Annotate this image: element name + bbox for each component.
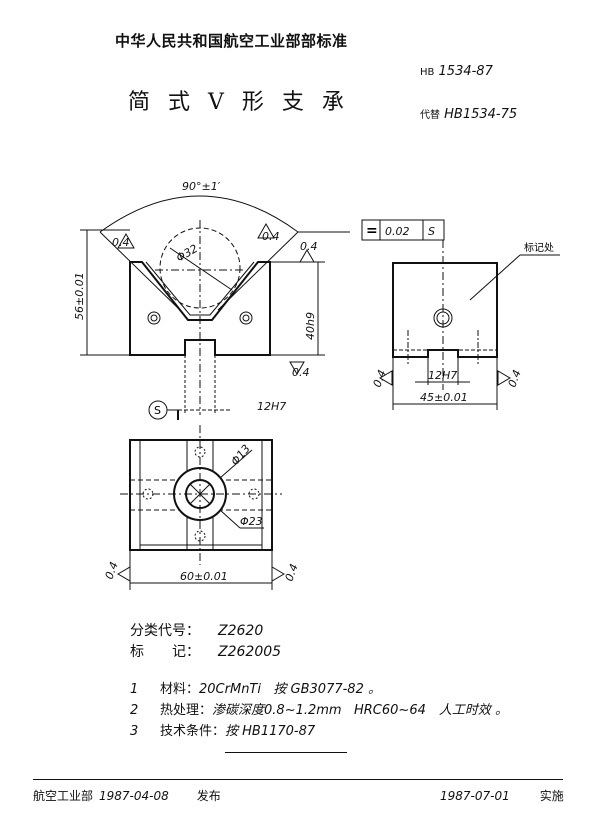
top-view [117,425,285,590]
standard-code: 1534-87 [438,64,493,79]
mark: 标 记： Z262005 [130,641,281,661]
datum-s: S [154,404,161,417]
rough-4: 0.4 [292,366,310,379]
dim-inner: Φ13 [228,442,253,468]
footer-implement: 1987-07-01 实施 [440,787,564,804]
mark-location: 标记处 [524,242,554,254]
standard-prefix: HB [420,67,435,78]
footer-issue: 航空工业部 1987-04-08 发布 [33,787,221,804]
document-title: 简式V形支承 [128,90,362,115]
mark-label: 标 记： [130,644,200,660]
rough-6: 0.4 [506,368,524,389]
mark-value: Z262005 [218,644,282,660]
rough-3: 0.4 [300,240,318,253]
dim-height: 56±0.01 [73,272,86,320]
tol-symbol: = [366,223,378,239]
side-view [379,240,560,410]
impl-label: 实施 [539,789,564,803]
dim-slot-side: 12H7 [428,369,457,382]
rough-5: 0.4 [371,368,389,389]
dim-circle: Φ32 [174,242,200,265]
replaces-number: HB1534-75 [444,107,518,122]
replaces-label: 代替 [420,110,440,121]
organization-title: 中华人民共和国航空工业部部标准 [115,32,348,50]
signature-line [225,752,347,753]
rough-2: 0.4 [262,230,280,243]
impl-date: 1987-07-01 [440,789,510,803]
issue-date: 1987-04-08 [99,789,169,803]
issue-label: 发布 [196,789,221,803]
class-code-label: 分类代号： [130,623,200,639]
dim-top-width: 60±0.01 [180,570,228,583]
rough-7: 0.4 [103,560,121,581]
rough-1: 0.4 [112,236,130,249]
class-code: 分类代号： Z2620 [130,620,263,640]
dim-slot-front: 12H7 [257,400,286,413]
dim-angle: 90°±1′ [182,180,221,193]
replaces-standard: 代替 HB1534-75 [420,106,517,122]
issuer: 航空工业部 [33,789,94,803]
standard-number: HB 1534-87 [420,64,493,79]
class-code-value: Z2620 [218,623,264,639]
dim-v-height: 40h9 [304,312,317,340]
tolerance-frame [361,219,445,241]
tol-value: 0.02 [385,225,410,238]
dim-outer: Φ23 [240,515,263,528]
front-view [80,195,350,420]
rough-8: 0.4 [283,562,301,583]
footer-divider [33,779,563,780]
tol-datum: S [428,225,435,238]
dim-side-width: 45±0.01 [420,391,468,404]
